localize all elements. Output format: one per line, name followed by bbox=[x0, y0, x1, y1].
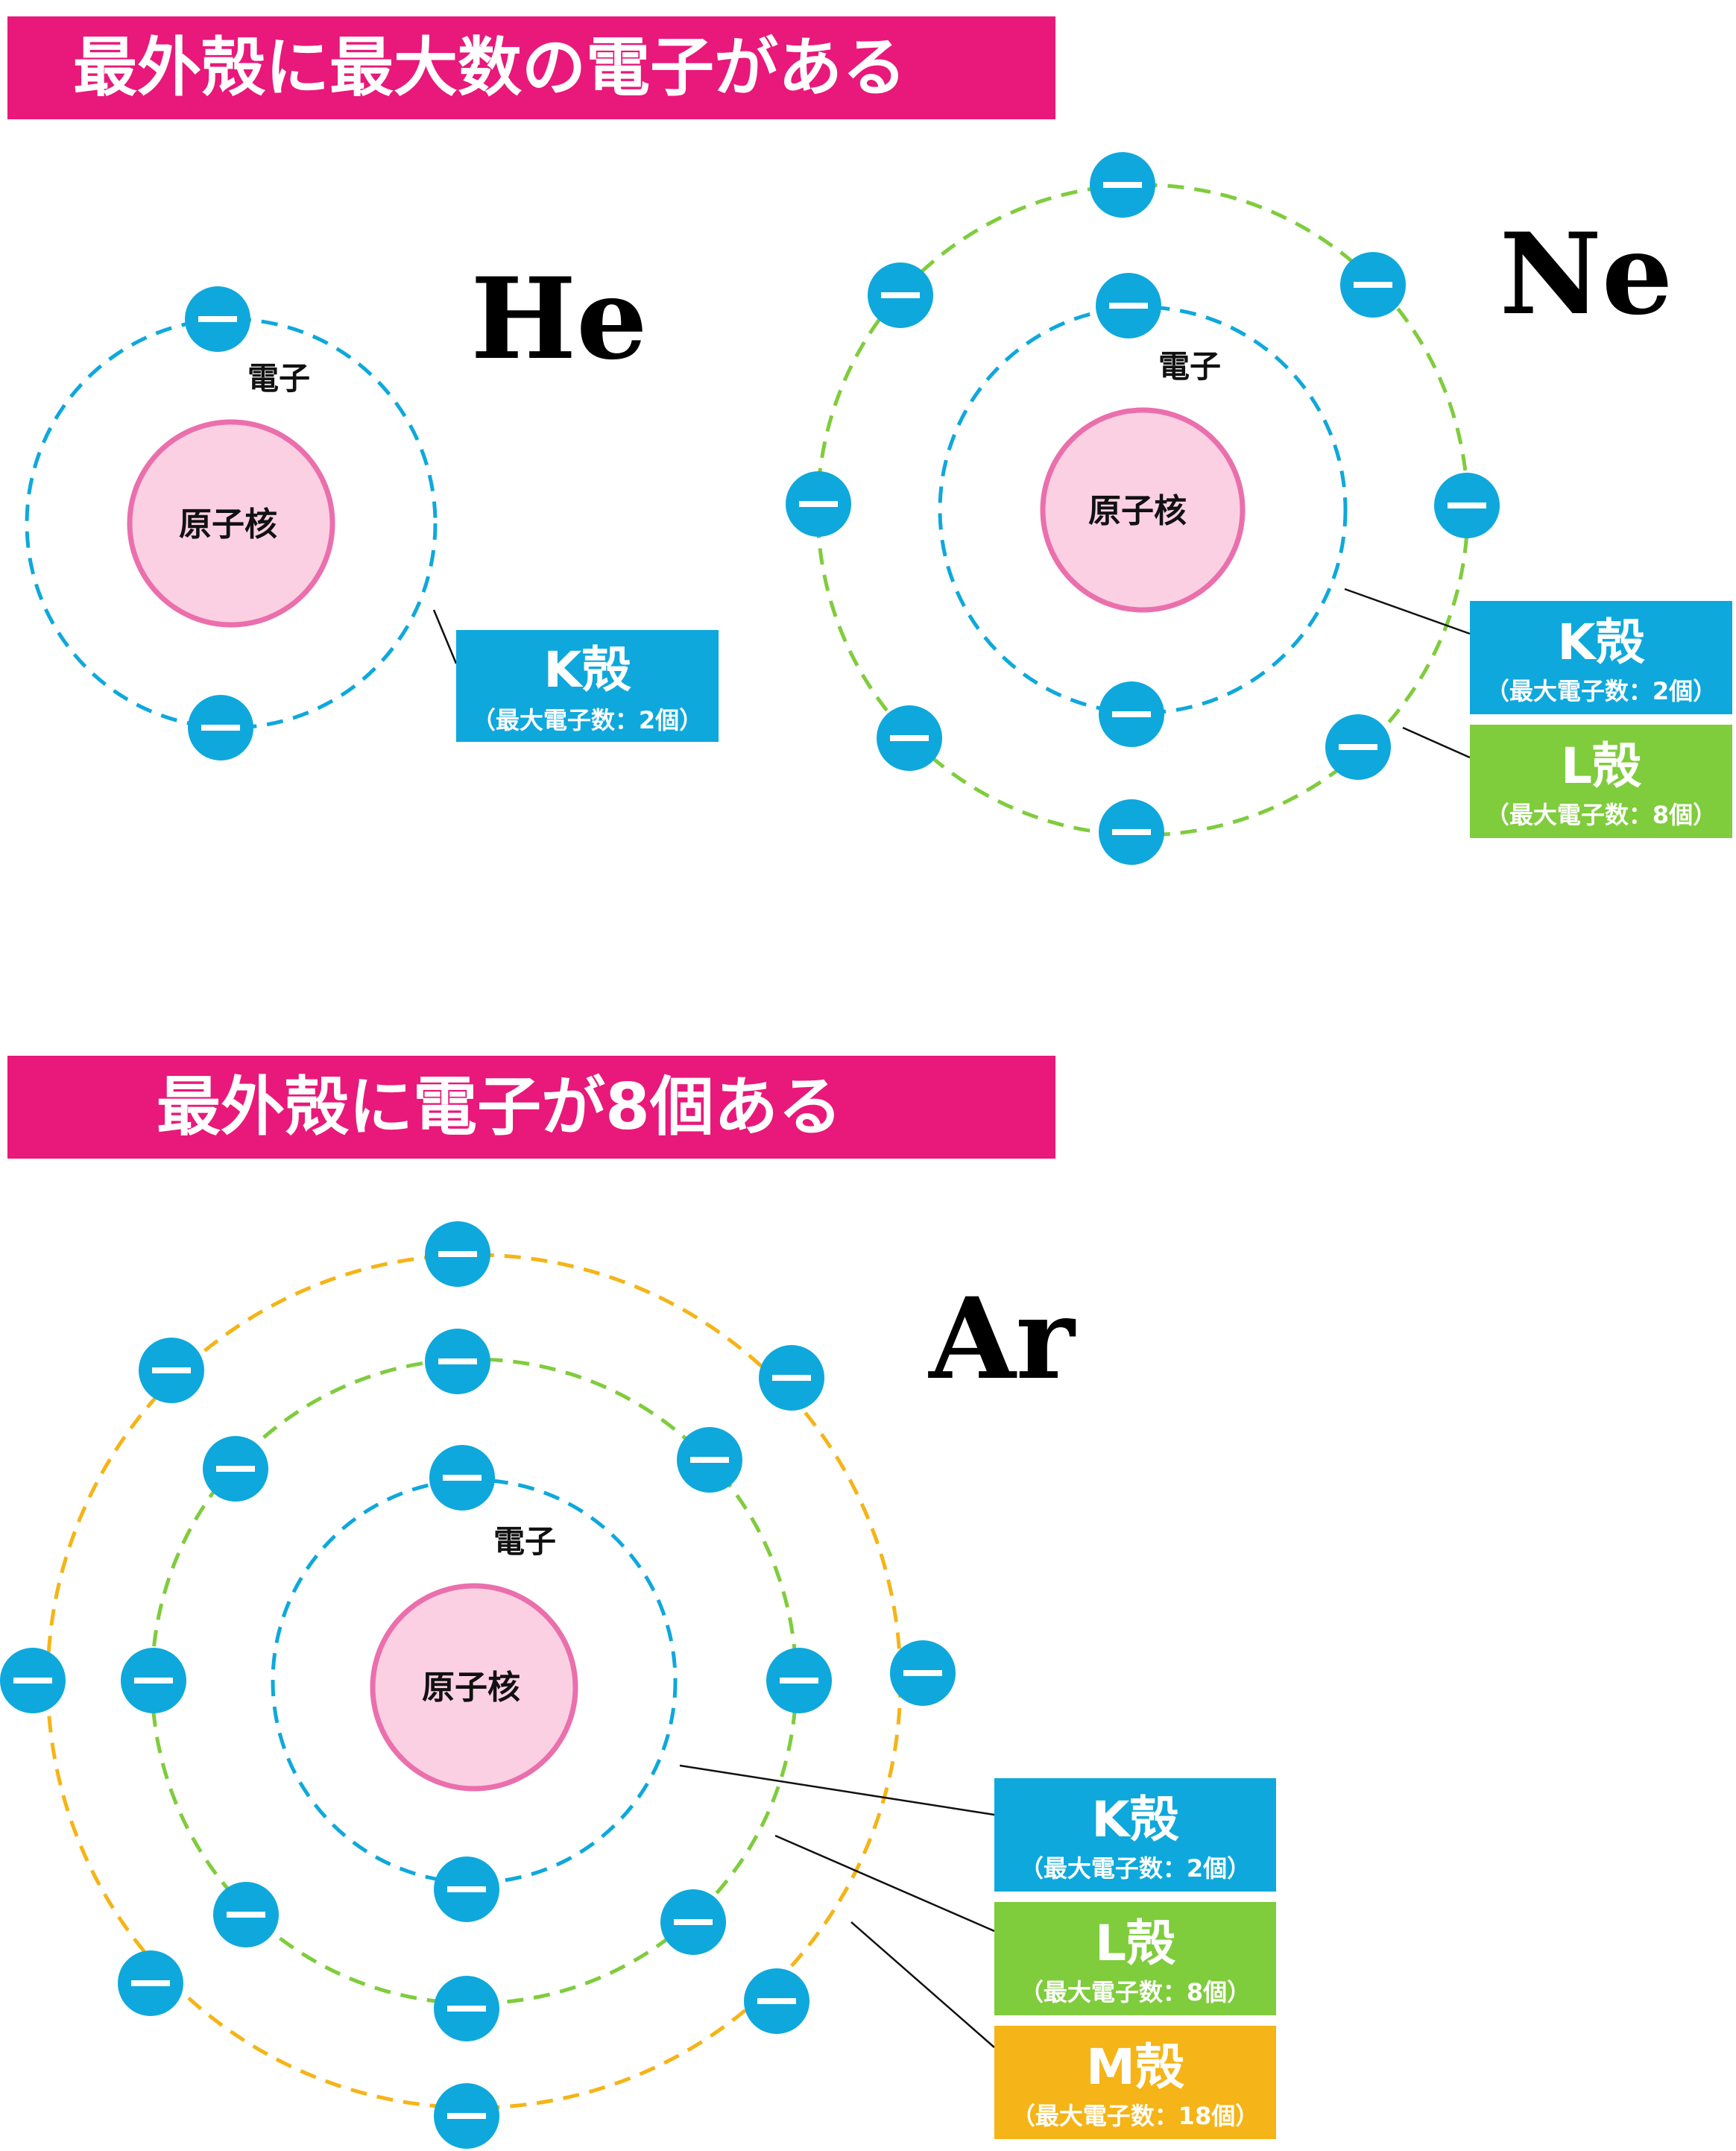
shell-label-k: K殻 （最大電子数：2個） bbox=[994, 1778, 1276, 1892]
electron-icon bbox=[203, 1436, 268, 1502]
atom-ar: 原子核 電子 Ar K殻 （最大電子数：2個） bbox=[0, 1221, 1276, 2149]
shell-label-k: K殻 （最大電子数：2個） bbox=[456, 630, 719, 742]
banner-bottom: 最外殻に電子が8個ある bbox=[7, 1056, 1055, 1159]
electron-icon bbox=[188, 695, 253, 760]
electron-icon bbox=[1325, 714, 1391, 780]
shell-m-name: M殻 bbox=[1086, 2038, 1185, 2096]
electron-label: 電子 bbox=[1158, 348, 1221, 385]
electron-icon bbox=[660, 1889, 726, 1955]
shell-l-name: L殻 bbox=[1561, 737, 1642, 795]
shell-label-l: L殻 （最大電子数：8個） bbox=[1470, 725, 1732, 838]
electron-icon bbox=[425, 1329, 490, 1394]
leader-line bbox=[679, 1764, 995, 1816]
atom-he: 原子核 電子 He K殻 （最大電子数：2個） bbox=[25, 253, 719, 760]
electron-icon bbox=[677, 1427, 742, 1493]
nucleus bbox=[1040, 407, 1246, 613]
shell-k-note: （最大電子数：2個） bbox=[472, 706, 703, 734]
shell-label-l: L殻 （最大電子数：8個） bbox=[994, 1902, 1276, 2015]
electron-icon bbox=[425, 1221, 490, 1287]
leader-line bbox=[1344, 588, 1471, 635]
electron-icon bbox=[185, 286, 250, 352]
electron-label: 電子 bbox=[493, 1523, 556, 1560]
electron-icon bbox=[1340, 252, 1406, 318]
leader-line bbox=[1402, 726, 1471, 759]
electron-icon bbox=[1434, 473, 1500, 538]
electron-icon bbox=[118, 1950, 183, 2016]
nucleus-label: 原子核 bbox=[422, 1669, 520, 1707]
electron-label: 電子 bbox=[247, 360, 310, 397]
electron-icon bbox=[868, 262, 933, 328]
electron-icon bbox=[434, 2083, 499, 2149]
electron-icon bbox=[744, 1968, 809, 2034]
electron-icon bbox=[434, 1976, 499, 2041]
electron-icon bbox=[429, 1445, 495, 1511]
electron-icon bbox=[0, 1648, 66, 1713]
element-symbol-ne: Ne bbox=[1500, 209, 1673, 340]
element-symbol-he: He bbox=[470, 253, 647, 385]
shell-l-name: L殻 bbox=[1095, 1915, 1176, 1972]
shell-m-note: （最大電子数：18個） bbox=[1011, 2102, 1260, 2130]
nucleus-label: 原子核 bbox=[179, 506, 277, 544]
shell-k-name: K殻 bbox=[543, 641, 631, 699]
electron-icon bbox=[1099, 799, 1164, 865]
leader-line bbox=[432, 609, 458, 664]
electron-icon bbox=[890, 1640, 956, 1706]
electron-icon bbox=[759, 1345, 824, 1411]
element-symbol-ar: Ar bbox=[927, 1273, 1076, 1405]
nucleus-label: 原子核 bbox=[1088, 492, 1187, 530]
electron-icon bbox=[877, 705, 942, 771]
electron-icon bbox=[766, 1648, 832, 1713]
electron-icon bbox=[121, 1648, 186, 1713]
electron-icon bbox=[1096, 273, 1161, 338]
electron-icon bbox=[213, 1882, 279, 1947]
shell-l-note: （最大電子数：8個） bbox=[1486, 801, 1717, 829]
shell-label-m: M殻 （最大電子数：18個） bbox=[994, 2026, 1276, 2139]
nucleus bbox=[370, 1583, 578, 1792]
shell-k-name: K殻 bbox=[1091, 1791, 1179, 1848]
shell-k-name: K殻 bbox=[1557, 614, 1645, 671]
atom-ne: 原子核 電子 Ne K殻 （最大電子数：2個） L殻 （最大電子数：8個） bbox=[786, 152, 1732, 865]
leader-line bbox=[774, 1834, 995, 1933]
shell-label-k: K殻 （最大電子数：2個） bbox=[1470, 601, 1732, 714]
shell-k-note: （最大電子数：2個） bbox=[1486, 677, 1717, 705]
shell-l-note: （最大電子数：8個） bbox=[1020, 1978, 1251, 2006]
banner-top: 最外殻に最大数の電子がある bbox=[7, 16, 1055, 119]
electron-icon bbox=[786, 471, 851, 537]
k-shell-orbit bbox=[25, 317, 438, 730]
electron-icon bbox=[1090, 152, 1155, 218]
electron-icon bbox=[434, 1856, 499, 1922]
nucleus bbox=[127, 419, 335, 628]
shell-k-note: （最大電子数：2個） bbox=[1020, 1854, 1251, 1883]
electron-icon bbox=[1099, 681, 1164, 747]
electron-icon bbox=[139, 1338, 204, 1403]
leader-line bbox=[850, 1921, 995, 2048]
